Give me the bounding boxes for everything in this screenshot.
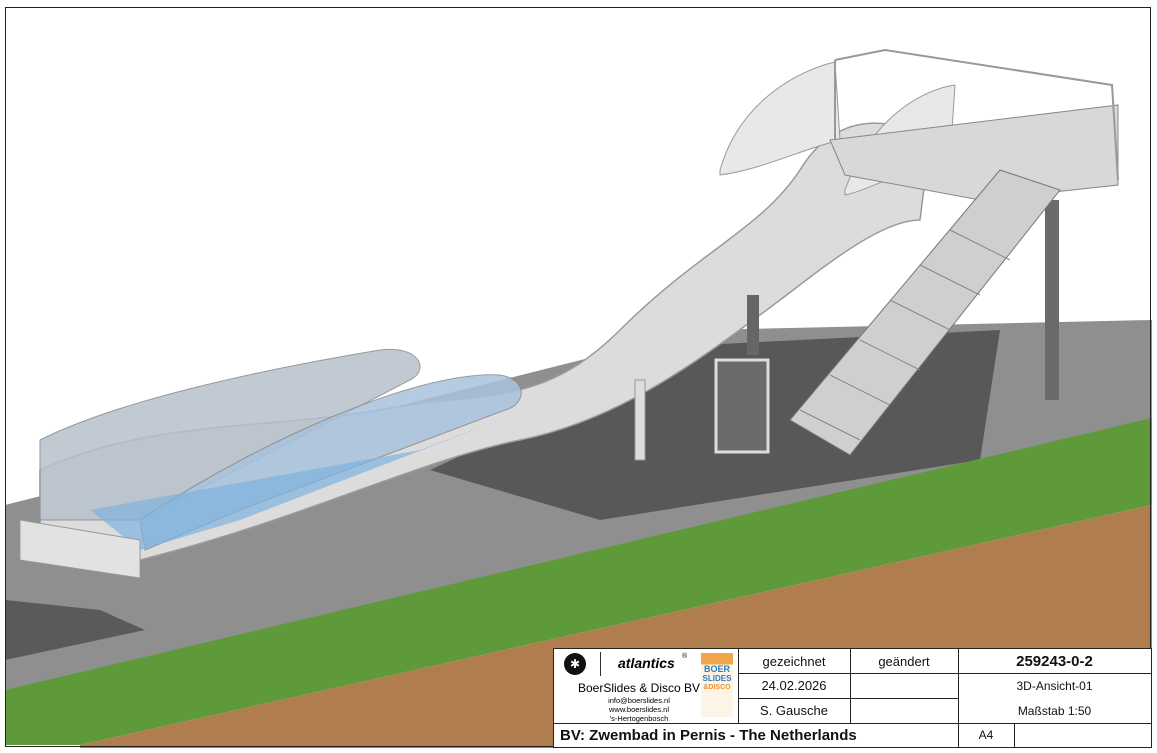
company-logo-area: ✱ atlantics ® BoerSlides & Disco BV info… bbox=[554, 649, 738, 723]
support-post bbox=[1045, 200, 1059, 400]
scale: Maßstab 1:50 bbox=[1017, 703, 1092, 718]
info-board bbox=[714, 358, 770, 454]
grass bbox=[5, 418, 1152, 745]
tower-railing bbox=[834, 48, 1119, 181]
staircase bbox=[789, 169, 1061, 456]
logo-line: BOER bbox=[703, 664, 730, 674]
logo-line: &DISCO bbox=[703, 684, 731, 691]
registered-mark: ® bbox=[682, 653, 688, 660]
project-title: BV: Zwembad in Pernis - The Netherlands bbox=[560, 726, 857, 744]
palm-logo-icon: ✱ bbox=[564, 653, 586, 675]
company-city: 's-Hertogenbosch bbox=[609, 714, 669, 723]
drawn-label: gezeichnet bbox=[762, 653, 826, 669]
brand-name: atlantics bbox=[618, 655, 675, 671]
pool-edge bbox=[5, 600, 145, 660]
title-block: ✱ atlantics ® BoerSlides & Disco BV info… bbox=[553, 648, 1152, 748]
view-name: 3D-Ansicht-01 bbox=[1016, 678, 1093, 693]
drawing-number: 259243-0-2 bbox=[1016, 652, 1093, 670]
company-name: BoerSlides & Disco BV bbox=[577, 681, 701, 695]
support-post bbox=[634, 379, 646, 461]
support-post bbox=[747, 295, 759, 355]
author: S. Gausche bbox=[760, 703, 828, 718]
stair-treads bbox=[799, 229, 1011, 441]
company-website: www.boerslides.nl bbox=[608, 705, 670, 714]
pool-water bbox=[90, 420, 500, 550]
boerslides-logo: BOER SLIDES &DISCO bbox=[701, 653, 733, 717]
drawn-date: 24.02.2026 bbox=[761, 678, 827, 693]
entry-steps bbox=[19, 519, 141, 579]
canopy bbox=[39, 348, 421, 521]
paper-size: A4 bbox=[978, 728, 994, 742]
drawing-frame bbox=[5, 7, 1151, 747]
company-email: info@boerslides.nl bbox=[608, 696, 670, 705]
changed-label: geändert bbox=[878, 653, 930, 669]
logo-line: SLIDES bbox=[702, 674, 732, 683]
